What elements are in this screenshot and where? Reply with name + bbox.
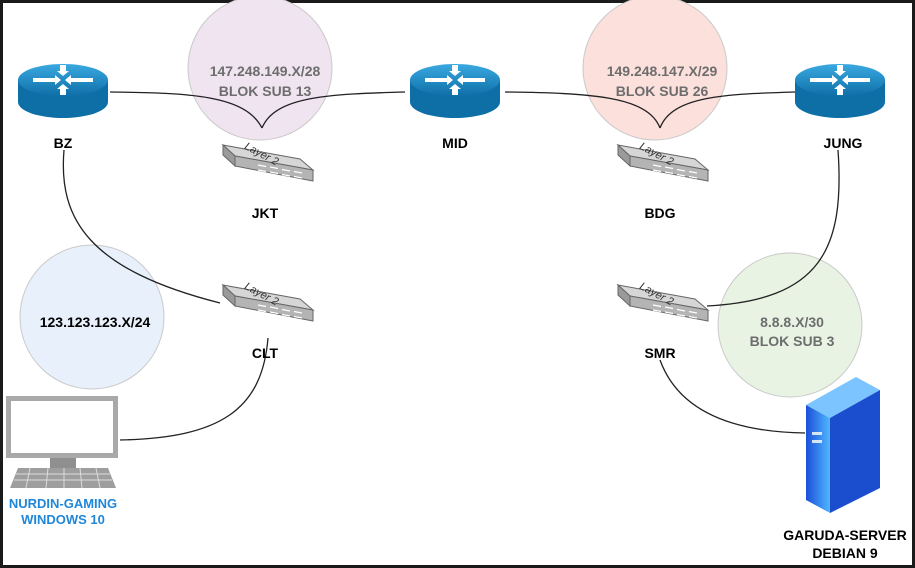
link-bz-jkt xyxy=(109,91,263,129)
subnet-blok-bdg: BLOK SUB 26 xyxy=(616,83,709,99)
node-label-jkt: JKT xyxy=(252,205,279,221)
computer-icon[interactable] xyxy=(6,396,118,489)
link-bdg-jung xyxy=(659,91,796,129)
server-os: DEBIAN 9 xyxy=(812,545,878,561)
client-os: WINDOWS 10 xyxy=(21,512,105,527)
subnet-circle-jkt xyxy=(187,0,333,141)
link-jkt-mid xyxy=(261,91,406,129)
node-label-clt: CLT xyxy=(252,345,279,361)
subnet-blok-jkt: BLOK SUB 13 xyxy=(219,83,312,99)
link-clt-client xyxy=(119,337,269,441)
router-icon-bz[interactable] xyxy=(18,64,108,118)
link-mid-bdg xyxy=(504,91,661,129)
link-jung-smr xyxy=(706,149,840,307)
subnet-circle-smr xyxy=(717,252,863,398)
link-bz-clt xyxy=(62,149,221,304)
subnet-circle-clt xyxy=(19,244,165,390)
link-smr-server xyxy=(659,359,806,434)
server-name: GARUDA-SERVER xyxy=(783,527,906,543)
subnet-blok-smr: BLOK SUB 3 xyxy=(750,333,835,349)
server-icon[interactable] xyxy=(806,377,880,513)
subnet-ip-smr: 8.8.8.X/30 xyxy=(760,314,824,330)
router-icon-mid[interactable] xyxy=(410,64,500,118)
subnet-ip-clt: 123.123.123.X/24 xyxy=(40,314,151,330)
node-label-bz: BZ xyxy=(54,135,73,151)
router-icon-jung[interactable] xyxy=(795,64,885,118)
subnet-circle-bdg xyxy=(582,0,728,141)
subnet-ip-jkt: 147.248.149.X/28 xyxy=(210,63,321,79)
node-label-bdg: BDG xyxy=(644,205,675,221)
node-label-jung: JUNG xyxy=(824,135,863,151)
subnet-ip-bdg: 149.248.147.X/29 xyxy=(607,63,718,79)
node-label-mid: MID xyxy=(442,135,468,151)
node-label-smr: SMR xyxy=(644,345,675,361)
client-name: NURDIN-GAMING xyxy=(9,496,117,511)
